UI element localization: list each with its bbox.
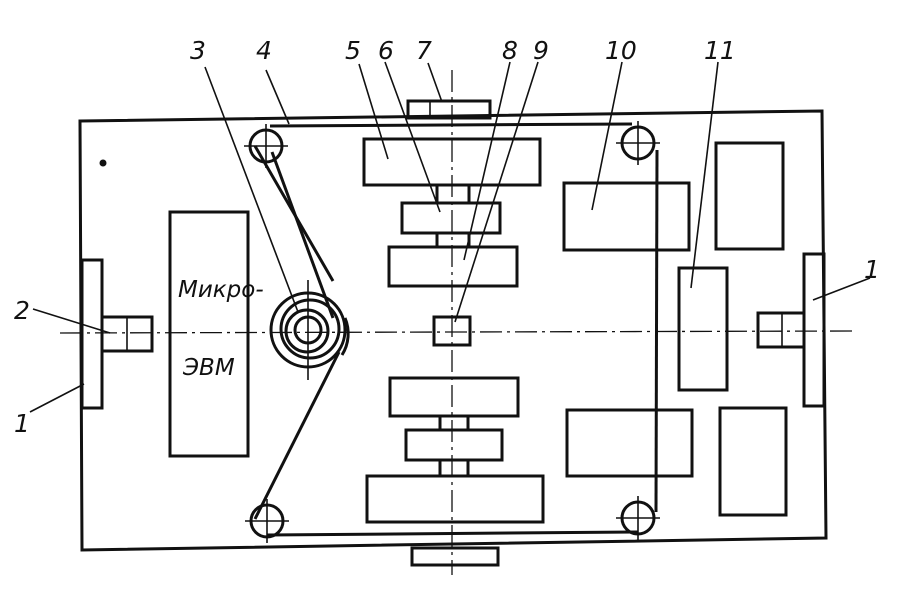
housing-dot xyxy=(99,159,107,167)
label-2: 2 xyxy=(14,296,30,325)
module-lower-middle xyxy=(565,408,694,478)
label-3: 3 xyxy=(190,36,206,65)
label-9: 9 xyxy=(533,36,549,65)
leader-6 xyxy=(384,61,441,213)
gear-block-bottom-mid xyxy=(388,376,520,418)
top-connector xyxy=(406,99,492,120)
module-right-top xyxy=(714,141,785,251)
microcomputer-label-line2: ЭВМ xyxy=(182,355,235,381)
label-11: 11 xyxy=(704,36,736,65)
horizontal-axis xyxy=(59,330,856,334)
microcomputer-block xyxy=(168,210,250,458)
module-10 xyxy=(562,181,691,252)
leader-9 xyxy=(454,61,539,323)
leader-3 xyxy=(204,66,299,313)
shaft-segment-2 xyxy=(435,231,471,249)
label-4: 4 xyxy=(256,36,272,65)
module-right-bottom xyxy=(718,406,788,517)
label-5: 5 xyxy=(345,36,361,65)
shaft-segment-3 xyxy=(438,414,470,432)
spool-outer-arc xyxy=(340,317,350,356)
shaft-segment-4 xyxy=(438,458,470,478)
center-coupling xyxy=(432,315,472,347)
label-7: 7 xyxy=(416,36,432,65)
right-support xyxy=(802,252,826,408)
belt-bottom xyxy=(266,530,639,537)
left-support xyxy=(80,258,104,410)
housing xyxy=(78,109,828,552)
spool-ring-1 xyxy=(269,291,347,369)
spool xyxy=(269,291,350,369)
leader-1-left xyxy=(29,383,85,413)
shaft-segment-1 xyxy=(435,183,471,205)
label-1-right: 1 xyxy=(864,255,880,284)
leader-2 xyxy=(32,308,111,334)
leader-11 xyxy=(690,61,719,289)
leader-10 xyxy=(591,61,623,211)
microcomputer-label-line1: Микро- xyxy=(178,277,264,303)
leader-1-right xyxy=(812,277,871,301)
belt-top xyxy=(269,122,633,128)
label-10: 10 xyxy=(605,36,637,65)
gear-block-bottom-small xyxy=(404,428,504,462)
bottom-connector xyxy=(410,546,500,567)
label-1-left: 1 xyxy=(14,409,30,438)
leader-7 xyxy=(427,62,443,103)
belt-left-lower xyxy=(253,351,341,520)
belt-right xyxy=(654,149,659,513)
label-6: 6 xyxy=(378,36,394,65)
spool-ring-4 xyxy=(293,315,323,345)
gear-block-top-mid xyxy=(387,245,519,288)
spool-ring-3 xyxy=(284,308,330,354)
right-pin xyxy=(756,311,806,349)
spool-ring-2 xyxy=(279,298,341,360)
belt-inner-upper xyxy=(270,151,335,319)
module-11 xyxy=(677,266,729,392)
leader-5 xyxy=(358,63,389,160)
label-8: 8 xyxy=(502,36,518,65)
leader-8 xyxy=(463,61,511,261)
gear-block-bottom-large xyxy=(365,474,545,524)
leader-4 xyxy=(265,69,290,125)
